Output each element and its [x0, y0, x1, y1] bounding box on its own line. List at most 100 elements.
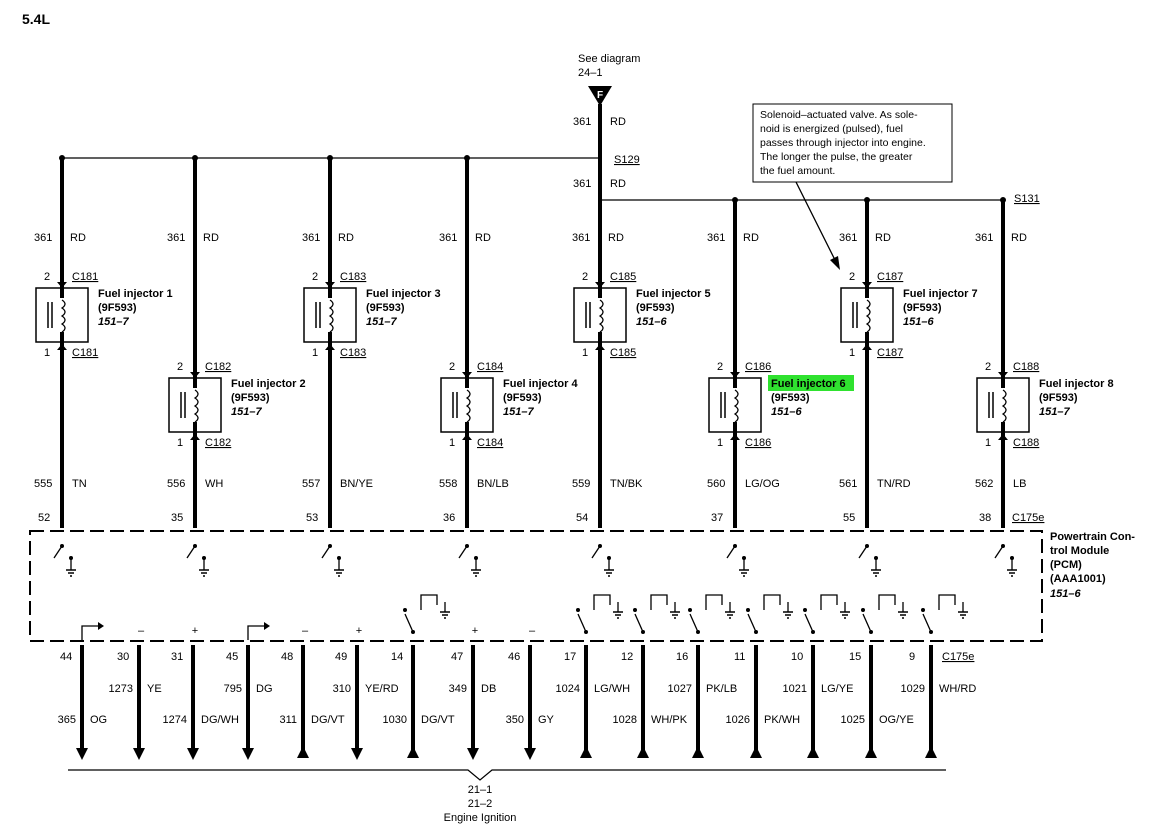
svg-text:151–6: 151–6: [1050, 588, 1081, 600]
output-pin-label: 9: [909, 651, 915, 663]
output-circuit: 1026: [726, 714, 750, 726]
arrow-down-icon: [187, 748, 199, 760]
output-color: YE: [147, 683, 162, 695]
splice-dot-icon: [464, 155, 470, 161]
arrow-up-icon: [297, 746, 309, 758]
svg-text:The longer the pulse, the grea: The longer the pulse, the greater: [760, 151, 913, 163]
footer-ref-2: 21–2: [468, 798, 492, 810]
connector-arrow-icon: [190, 372, 200, 378]
output-switch-icon: [921, 594, 968, 634]
injector-page-ref: 151–7: [366, 316, 397, 328]
injector-feed-color: RD: [70, 232, 86, 244]
injector-in-connector: C181: [72, 271, 98, 283]
pcm-pin-label: 35: [171, 512, 183, 524]
output-pin-label: 30: [117, 651, 129, 663]
injector-output-color: TN/BK: [610, 478, 643, 490]
injector-out-pin: 1: [177, 437, 183, 449]
output-circuit: 350: [506, 714, 524, 726]
injector-in-pin: 2: [849, 271, 855, 283]
injector-feed-color: RD: [203, 232, 219, 244]
output-pin-label: 47: [451, 651, 463, 663]
injector-out-connector: C184: [477, 437, 503, 449]
injector-in-pin: 2: [582, 271, 588, 283]
injector-in-pin: 2: [985, 361, 991, 373]
arrow-down-icon: [524, 748, 536, 760]
connector-arrow-icon: [57, 282, 67, 288]
pcm-bottom-connector: C175e: [942, 651, 974, 663]
output-circuit: 1025: [841, 714, 865, 726]
injector-solenoid-icon: [440, 376, 494, 434]
connector-arrow-icon: [462, 372, 472, 378]
injector-output-color: LB: [1013, 478, 1026, 490]
connector-arrow-icon: [595, 282, 605, 288]
connector-arrow-icon: [862, 344, 872, 350]
injector-page-ref: 151–6: [771, 406, 802, 418]
arrow-down-icon: [133, 748, 145, 760]
splice-dot-icon: [1000, 197, 1006, 203]
injector-output-color: BN/LB: [477, 478, 509, 490]
connector-arrow-icon: [57, 344, 67, 350]
connector-arrow-icon: [730, 372, 740, 378]
output-pin-label: 15: [849, 651, 861, 663]
injector-output-color: TN: [72, 478, 87, 490]
injector-feed-circuit: 361: [167, 232, 185, 244]
injector-output-color: WH: [205, 478, 223, 490]
svg-text:24–1: 24–1: [578, 67, 602, 79]
pcm-pin-label: 38: [979, 512, 991, 524]
injector-out-pin: 1: [849, 347, 855, 359]
injector-out-pin: 1: [44, 347, 50, 359]
output-circuit: 1028: [613, 714, 637, 726]
output-circuit: 1030: [383, 714, 407, 726]
injector-feed-circuit: 361: [975, 232, 993, 244]
output-circuit: 1021: [783, 683, 807, 695]
svg-text:F: F: [597, 90, 603, 101]
injector-page-ref: 151–7: [1039, 406, 1070, 418]
injector-feed-color: RD: [338, 232, 354, 244]
arrow-up-icon: [750, 746, 762, 758]
injector-feed-circuit: 361: [439, 232, 457, 244]
arrow-up-icon: [865, 746, 877, 758]
injector-in-pin: 2: [312, 271, 318, 283]
injector-out-pin: 1: [717, 437, 723, 449]
injector-feed-circuit: 361: [707, 232, 725, 244]
pcm-driver-switch-icon: [186, 544, 209, 577]
injector-solenoid-icon: [708, 376, 762, 434]
splice-dot-icon: [327, 155, 333, 161]
injector-name: Fuel injector 2: [231, 378, 306, 390]
injector-feed-circuit: 361: [572, 232, 590, 244]
svg-text:trol Module: trol Module: [1050, 545, 1109, 557]
arrow-down-icon: [467, 748, 479, 760]
output-color: DG/VT: [421, 714, 455, 726]
injector-output-circuit: 560: [707, 478, 725, 490]
output-pin-label: 31: [171, 651, 183, 663]
injector-output-color: BN/YE: [340, 478, 373, 490]
output-circuit: 1274: [163, 714, 187, 726]
output-pin-label: 10: [791, 651, 803, 663]
injector-out-connector: C187: [877, 347, 903, 359]
injector-in-connector: C183: [340, 271, 366, 283]
output-color: YE/RD: [365, 683, 399, 695]
pcm-pin-label: 54: [576, 512, 588, 524]
injector-out-pin: 1: [449, 437, 455, 449]
svg-text:(AAA1001): (AAA1001): [1050, 573, 1106, 585]
output-color: DG/WH: [201, 714, 239, 726]
output-circuit: 1029: [901, 683, 925, 695]
output-polarity-sign: +: [472, 625, 478, 637]
output-pin-label: 45: [226, 651, 238, 663]
output-color: OG: [90, 714, 107, 726]
output-circuit: 310: [333, 683, 351, 695]
injector-name: Fuel injector 1: [98, 288, 173, 300]
injector-name: Fuel injector 4: [503, 378, 578, 390]
see-diagram-reference: See diagram 24–1 F: [578, 53, 640, 106]
pcm-driver-switch-icon: [321, 544, 344, 577]
pcm-top-connector: C175e: [1012, 512, 1044, 524]
injector-out-connector: C183: [340, 347, 366, 359]
injector-part-number: (9F593): [903, 302, 942, 314]
